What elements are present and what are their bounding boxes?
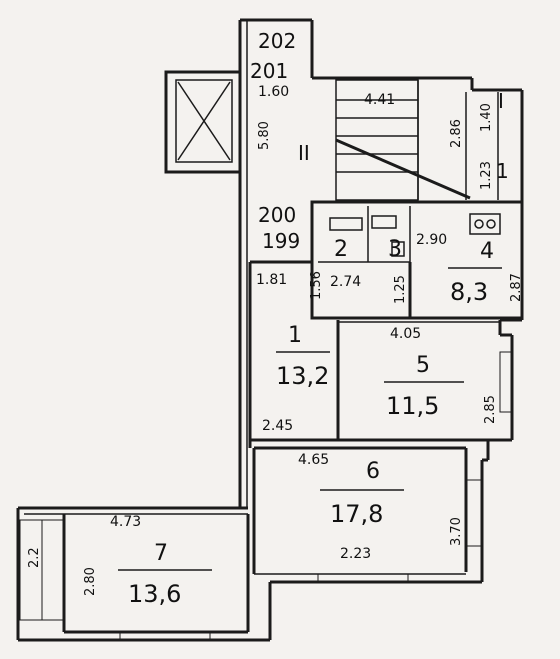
dim-2-2: 2.2 [27, 547, 42, 568]
dim-1-40: 1.40 [479, 103, 494, 132]
room-1-area: 13,2 [276, 362, 329, 390]
dim-1-81: 1.81 [256, 272, 287, 288]
dim-2-23: 2.23 [340, 546, 371, 562]
stair-roman-numeral: II [298, 141, 310, 165]
room-1-number: 1 [288, 323, 302, 348]
dim-4-05: 4.05 [390, 326, 421, 342]
room-4-area: 8,3 [450, 278, 488, 306]
dim-1-25: 1.25 [393, 275, 408, 304]
label-202: 202 [258, 29, 296, 53]
staircase [335, 79, 499, 201]
label-201: 201 [250, 59, 288, 83]
room-3-number: 3 [388, 237, 402, 262]
dim-2-80: 2.80 [83, 567, 98, 596]
dim-2-90: 2.90 [416, 232, 447, 248]
dim-5-80: 5.80 [257, 121, 272, 150]
interior-walls [62, 200, 524, 634]
dim-4-65: 4.65 [298, 452, 329, 468]
elevator-shaft [164, 70, 242, 174]
right-one-label: 1 [496, 159, 509, 183]
dim-3-70: 3.70 [449, 517, 464, 546]
room-7-number: 7 [154, 541, 168, 566]
dim-1-56: 1.56 [309, 271, 324, 300]
label-199: 199 [262, 229, 300, 253]
dim-1-23: 1.23 [479, 161, 494, 190]
dim-2-85: 2.85 [483, 395, 498, 424]
dim-2-74: 2.74 [330, 274, 361, 290]
bathroom-fixtures [329, 215, 405, 257]
label-200: 200 [258, 203, 296, 227]
dim-2-86: 2.86 [449, 119, 464, 148]
right-roman-numeral: I [498, 89, 504, 113]
room-5-number: 5 [416, 353, 430, 378]
room-7-area: 13,6 [128, 580, 181, 608]
room-4-number: 4 [480, 239, 494, 264]
exterior-walls [16, 18, 524, 642]
stove-icon [469, 213, 501, 235]
dim-2-45: 2.45 [262, 418, 293, 434]
room-6-area: 17,8 [330, 500, 383, 528]
room-5-area: 11,5 [386, 392, 439, 420]
room-2-number: 2 [334, 237, 348, 262]
windows [19, 351, 513, 641]
dim-4-41: 4.41 [364, 92, 395, 108]
dim-2-87: 2.87 [509, 273, 524, 302]
room-6-number: 6 [366, 459, 380, 484]
dim-1-60: 1.60 [258, 84, 289, 100]
dim-4-73: 4.73 [110, 514, 141, 530]
